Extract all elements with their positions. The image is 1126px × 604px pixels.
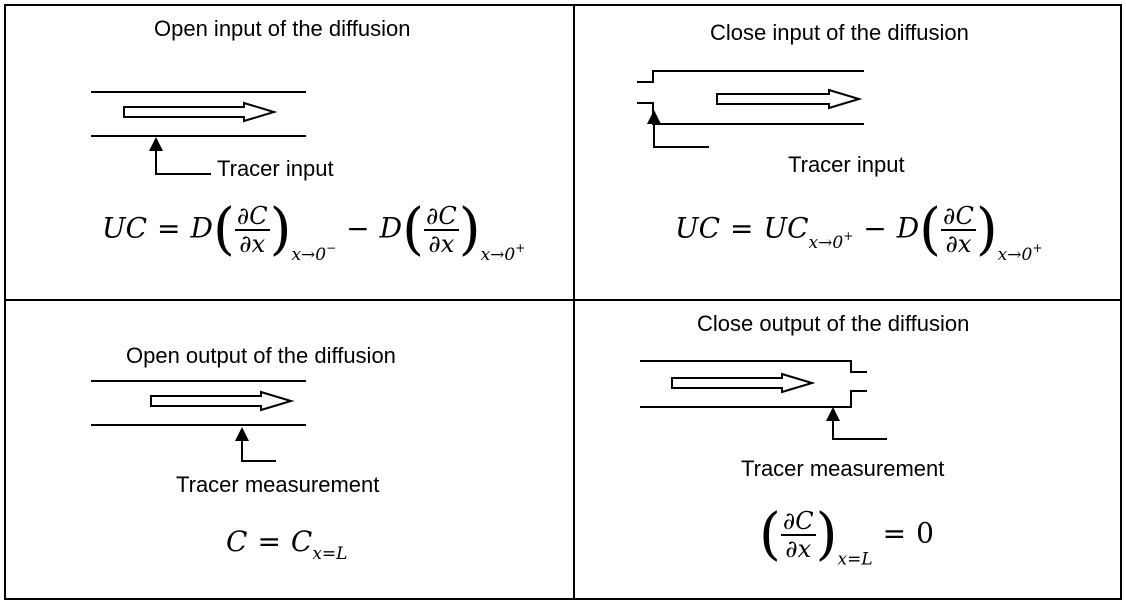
flow-arrow [671,372,816,394]
eq-sub-1: x→0 [291,244,327,265]
eq-sub: x=L [312,544,348,564]
eq-lhs: C [226,525,248,558]
eq-num: ∂C [941,201,976,231]
eq-den-2: ∂x [428,230,455,258]
eq-equals: = [730,211,754,245]
tracer-measurement-line [832,419,887,440]
eq-sup-1: − [326,240,337,255]
eq-term1: UC [763,211,809,245]
eq-rhs: 0 [916,516,934,550]
pipe-bottom-wall [640,390,867,408]
close-output-diagram [640,360,887,440]
tracer-input-line [155,149,211,175]
eq-minus: − [863,211,887,245]
eq-sub-1: x→0 [808,232,844,253]
pipe-top-wall [637,70,864,83]
cell-close-output: Close output of the diffusion Tracer mea… [575,301,1122,598]
pipe-top-wall [640,360,867,373]
eq-equals: = [257,525,281,558]
tracer-measurement-arrowhead [826,407,840,421]
eq-equals: = [882,516,907,550]
eq-num: ∂C [780,506,816,536]
cell-close-input: Close input of the diffusion Tracer inpu… [575,6,1122,299]
tracer-measurement-arrowhead [235,427,249,441]
eq-sup-1: + [843,228,854,243]
column-divider [573,6,575,598]
open-output-equation: C = Cx=L [226,525,347,564]
eq-num-2: ∂C [423,201,459,231]
flow-arrow [123,101,278,123]
tracer-input-label: Tracer input [217,156,334,181]
eq-sub-2: x→0 [480,244,516,265]
eq-equals: = [157,211,181,245]
eq-sup-2: + [515,240,526,255]
eq-minus: − [346,211,370,245]
eq-lhs: UC [675,211,721,245]
eq-num-1: ∂C [234,201,270,231]
eq-d1: D [190,211,213,245]
open-output-diagram [91,380,306,462]
eq-sub-2: x→0 [997,244,1033,265]
boundary-conditions-table: Open input of the diffusion Tracer input… [4,4,1122,600]
tracer-input-arrowhead [149,137,163,151]
eq-lhs: UC [102,211,148,245]
cell-title: Close output of the diffusion [697,311,970,336]
eq-d2: D [896,211,920,245]
close-input-equation: UC=UCx→0+−D(∂C∂x)x→0+ [675,197,1043,265]
eq-sub: x=L [837,549,873,570]
eq-den: ∂x [785,535,812,563]
open-input-equation: UC=D(∂C∂x)x→0−−D(∂C∂x)x→0+ [102,197,526,265]
cell-open-input: Open input of the diffusion Tracer input… [6,6,573,299]
row-divider [6,299,1120,301]
eq-rhs: C [290,525,313,558]
eq-den: ∂x [945,230,972,258]
open-input-diagram [91,91,306,175]
cell-open-output: Open output of the diffusion Tracer meas… [6,301,573,598]
tracer-input-line [653,123,709,148]
close-input-diagram [637,70,864,148]
flow-arrow [150,390,295,412]
tracer-measurement-label: Tracer measurement [741,456,945,481]
eq-den-1: ∂x [239,230,266,258]
eq-sup-2: + [1032,240,1043,255]
tracer-input-arrowhead [647,110,661,124]
cell-title: Close input of the diffusion [710,20,969,45]
tracer-input-label: Tracer input [788,152,905,177]
cell-title: Open input of the diffusion [154,16,411,41]
eq-d2: D [379,211,403,245]
tracer-measurement-label: Tracer measurement [176,472,380,497]
close-output-equation: (∂C∂x)x=L=0 [759,502,934,570]
flow-arrow [716,88,863,110]
cell-title: Open output of the diffusion [126,343,396,368]
tracer-measurement-line [241,439,276,462]
